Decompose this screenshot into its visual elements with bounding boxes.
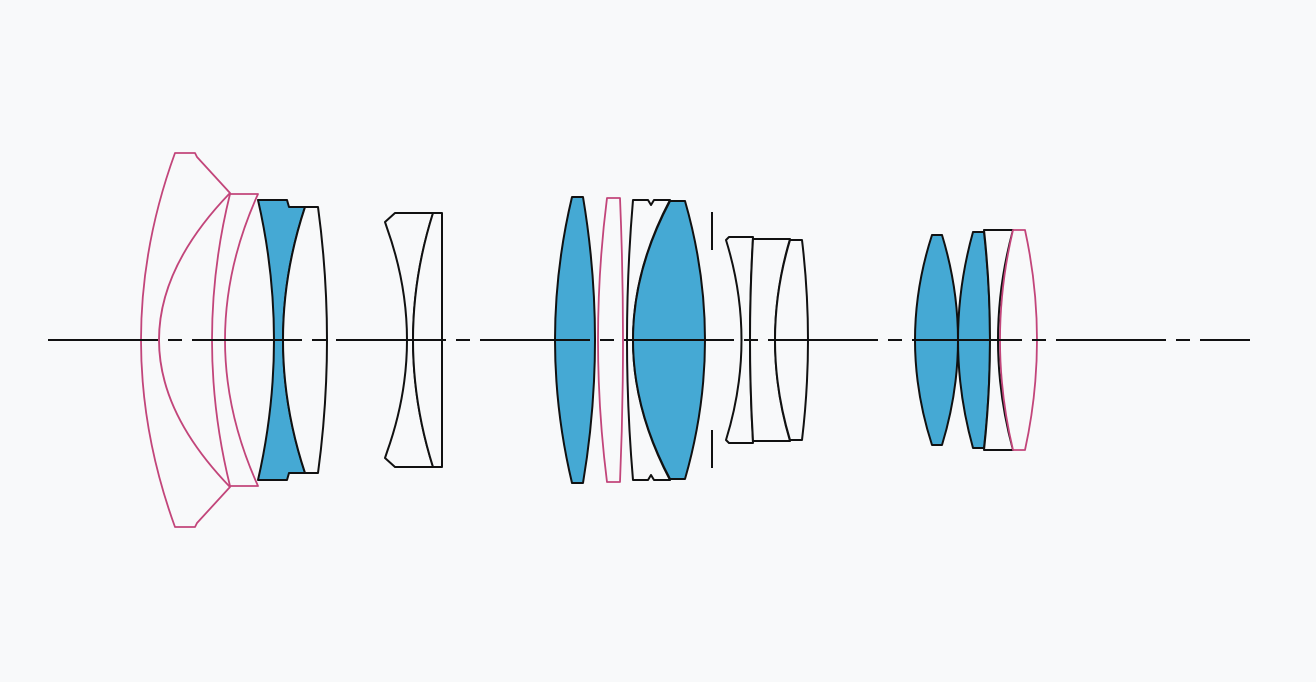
lens-element-4 <box>282 206 328 474</box>
lens-element-2-aspherical <box>211 193 259 487</box>
lens-element-1-aspherical <box>140 152 231 528</box>
